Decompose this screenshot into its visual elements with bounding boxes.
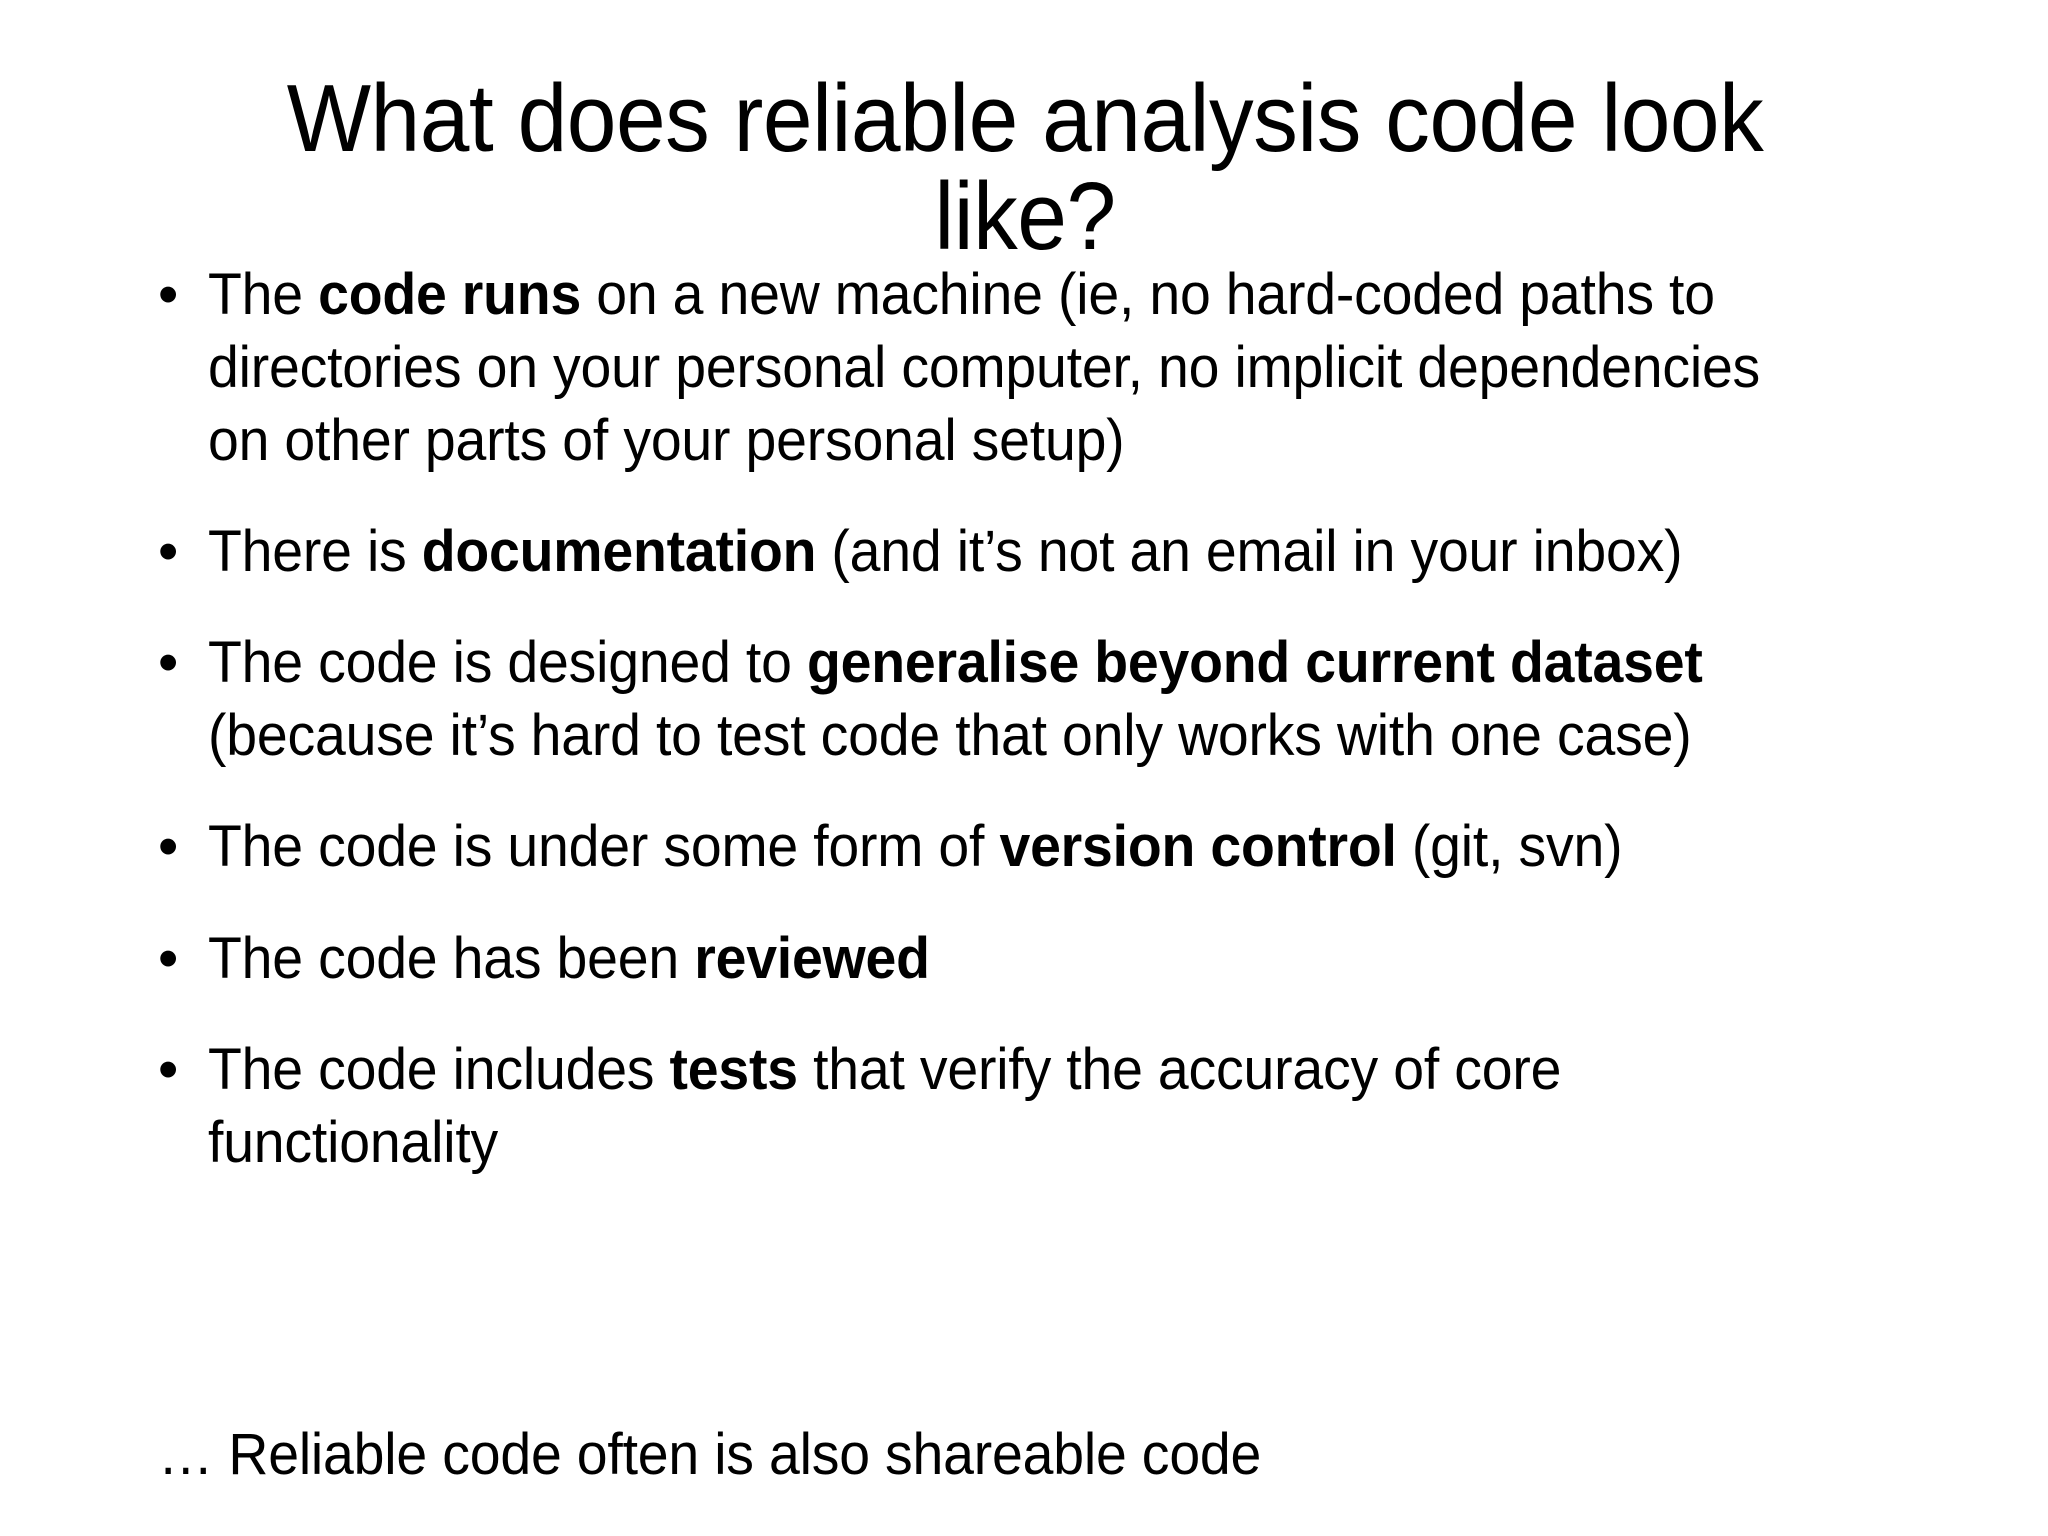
bullet-emphasis: code runs [318, 262, 582, 327]
bullet-item-text: There is documentation (and it’s not an … [208, 515, 1872, 588]
slide-title: What does reliable analysis code look li… [286, 65, 1788, 271]
bullet-emphasis: generalise beyond current dataset [806, 630, 1703, 696]
bullet-list: • The code runs on a new machine (ie, no … [150, 258, 1950, 1179]
closing-note: … Reliable code often is also shareable … [158, 1422, 1262, 1487]
bullet-emphasis: tests [669, 1036, 799, 1102]
bullet-emphasis: version control [999, 814, 1397, 880]
bullet-span: on a new machine (ie, no hard-coded path… [208, 262, 1761, 474]
bullet-item-tests: • The code includes tests that verify the… [150, 1033, 1950, 1179]
bullet-item-text: The code is under some form of version c… [208, 810, 1872, 883]
bullet-emphasis: documentation [421, 519, 817, 585]
bullet-item-documentation: • There is documentation (and it’s not an… [150, 515, 1950, 588]
bullet-dot-icon: • [158, 519, 179, 585]
bullet-dot-icon: • [158, 925, 179, 991]
bullet-item-text: The code includes tests that verify the … [208, 1033, 1872, 1179]
bullet-item-text: The code runs on a new machine (ie, no h… [208, 258, 1872, 477]
bullet-span: (git, svn) [1396, 814, 1623, 880]
bullet-item-version-control: • The code is under some form of version … [150, 810, 1950, 883]
bullet-dot-icon: • [158, 1036, 179, 1102]
bullet-span: The code is designed to [208, 630, 807, 696]
bullet-item-text: The code is designed to generalise beyon… [208, 626, 1872, 772]
bullet-span: The code includes [208, 1036, 670, 1102]
bullet-item-generalise: • The code is designed to generalise beyo… [150, 626, 1950, 772]
bullet-span: (because it’s hard to test code that onl… [208, 703, 1692, 769]
bullet-span: that verify the accuracy of core functio… [208, 1036, 1562, 1175]
bullet-span: The code has been [208, 925, 695, 991]
bullet-dot-icon: • [158, 630, 179, 696]
bullet-dot-icon: • [158, 262, 179, 327]
bullet-item-code-runs: • The code runs on a new machine (ie, no … [150, 258, 1950, 477]
bullet-span: (and it’s not an email in your inbox) [816, 519, 1683, 585]
bullet-span: The [208, 262, 319, 327]
bullet-dot-icon: • [158, 814, 179, 880]
bullet-item-reviewed: • The code has been reviewed [150, 922, 1950, 995]
bullet-span: The code is under some form of [208, 814, 1000, 880]
bullet-emphasis: reviewed [694, 925, 930, 991]
bullet-span: There is [208, 519, 422, 585]
bullet-item-text: The code has been reviewed [208, 922, 1872, 995]
